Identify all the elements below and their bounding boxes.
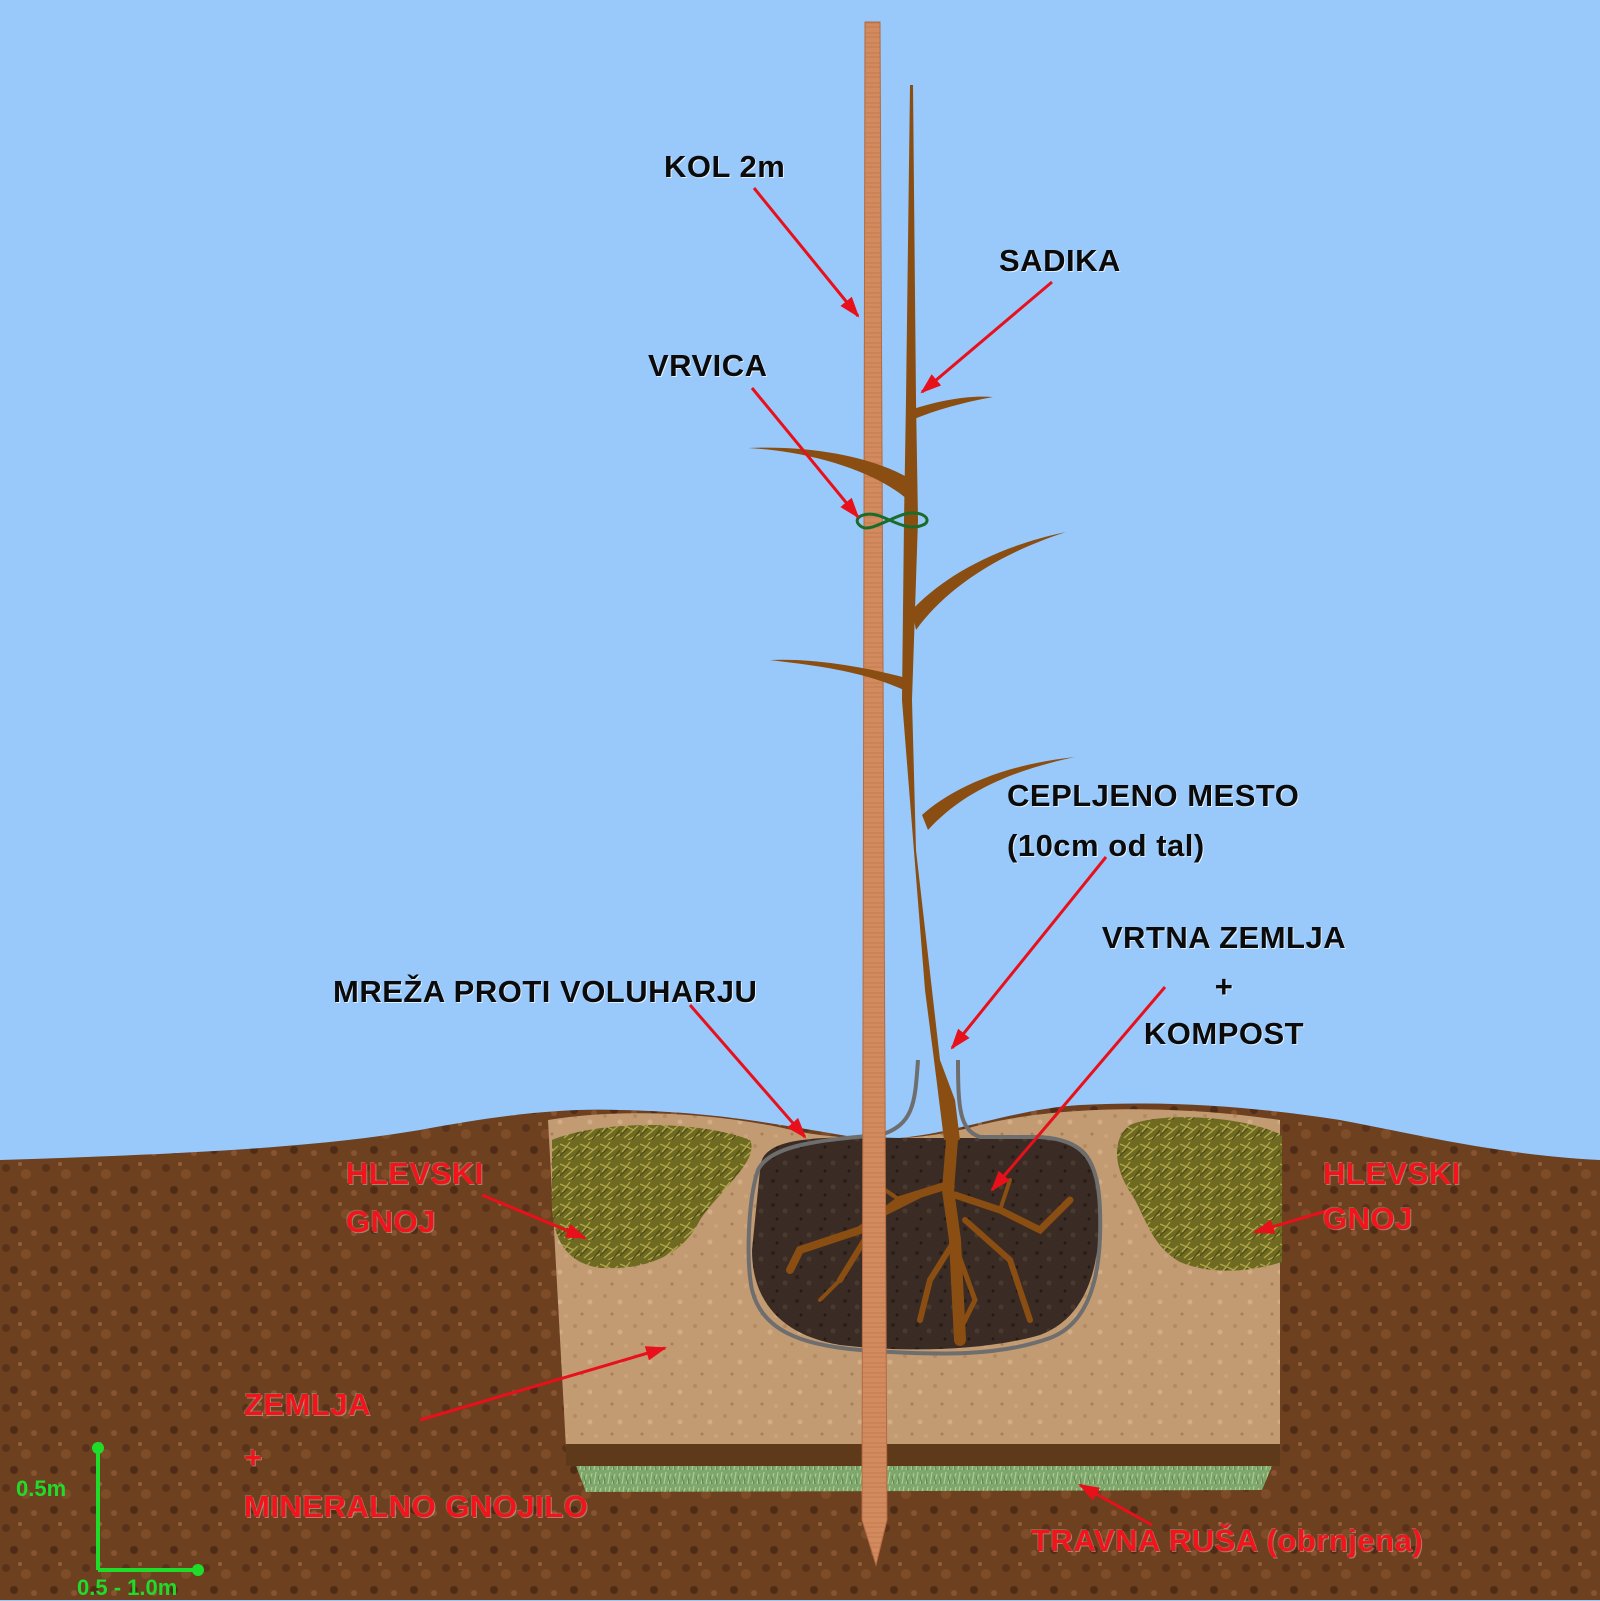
label-garden-soil-line2: +	[1214, 969, 1234, 1004]
arrow-mreza	[688, 1004, 807, 1139]
arrow-vrvica	[750, 387, 860, 519]
scale-horizontal-label: 0.5 - 1.0m	[77, 1575, 178, 1600]
vole-mesh	[746, 1059, 1103, 1356]
arrow-hlevski-left	[481, 1193, 587, 1240]
arrow-hlevski-right	[1252, 1208, 1331, 1234]
manure-right	[1117, 1117, 1282, 1271]
label-soil-mix-line1: ZEMLJA	[244, 1387, 371, 1422]
label-graft-point-line1: CEPLJENO MESTO	[1007, 778, 1300, 813]
label-turf: TRAVNA RUŠA (obrnjena)	[1031, 1523, 1424, 1558]
label-garden-soil-line1: VRTNA ZEMLJA	[1101, 920, 1347, 955]
compost-zone	[752, 1137, 1100, 1350]
label-manure-right-line1: HLEVSKI	[1323, 1156, 1461, 1191]
pointer-arrows	[419, 187, 1331, 1527]
label-graft-point-line2: (10cm od tal)	[1007, 828, 1205, 863]
seedling	[748, 85, 1075, 1140]
arrow-vrtna	[990, 986, 1167, 1192]
label-tie: VRVICA	[648, 348, 768, 383]
label-vole-mesh: MREŽA PROTI VOLUHARJU	[333, 974, 758, 1009]
arrow-zemlja	[419, 1346, 668, 1422]
pit-bottom-layer	[566, 1444, 1280, 1466]
scale-vertical-label: 0.5m	[16, 1476, 67, 1501]
label-stake: KOL 2m	[664, 149, 786, 184]
label-soil-mix-line3: MINERALNO GNOJILO	[244, 1489, 589, 1524]
tie-wire	[855, 511, 929, 530]
arrow-kol	[752, 187, 860, 318]
label-soil-mix-line2: +	[244, 1440, 263, 1475]
scale-bar	[92, 1442, 204, 1576]
label-manure-left-line2: GNOJ	[346, 1204, 436, 1239]
label-manure-left-line1: HLEVSKI	[346, 1156, 484, 1191]
label-manure-right-line2: GNOJ	[1323, 1201, 1413, 1236]
manure-left	[551, 1125, 752, 1269]
label-seedling: SADIKA	[999, 243, 1121, 278]
arrow-travna	[1078, 1483, 1153, 1527]
stake	[861, 21, 888, 1567]
arrow-cepljeno	[950, 856, 1108, 1050]
arrow-sadika	[920, 280, 1053, 394]
label-garden-soil-line3: KOMPOST	[1143, 1016, 1305, 1051]
turf-layer	[576, 1466, 1272, 1492]
